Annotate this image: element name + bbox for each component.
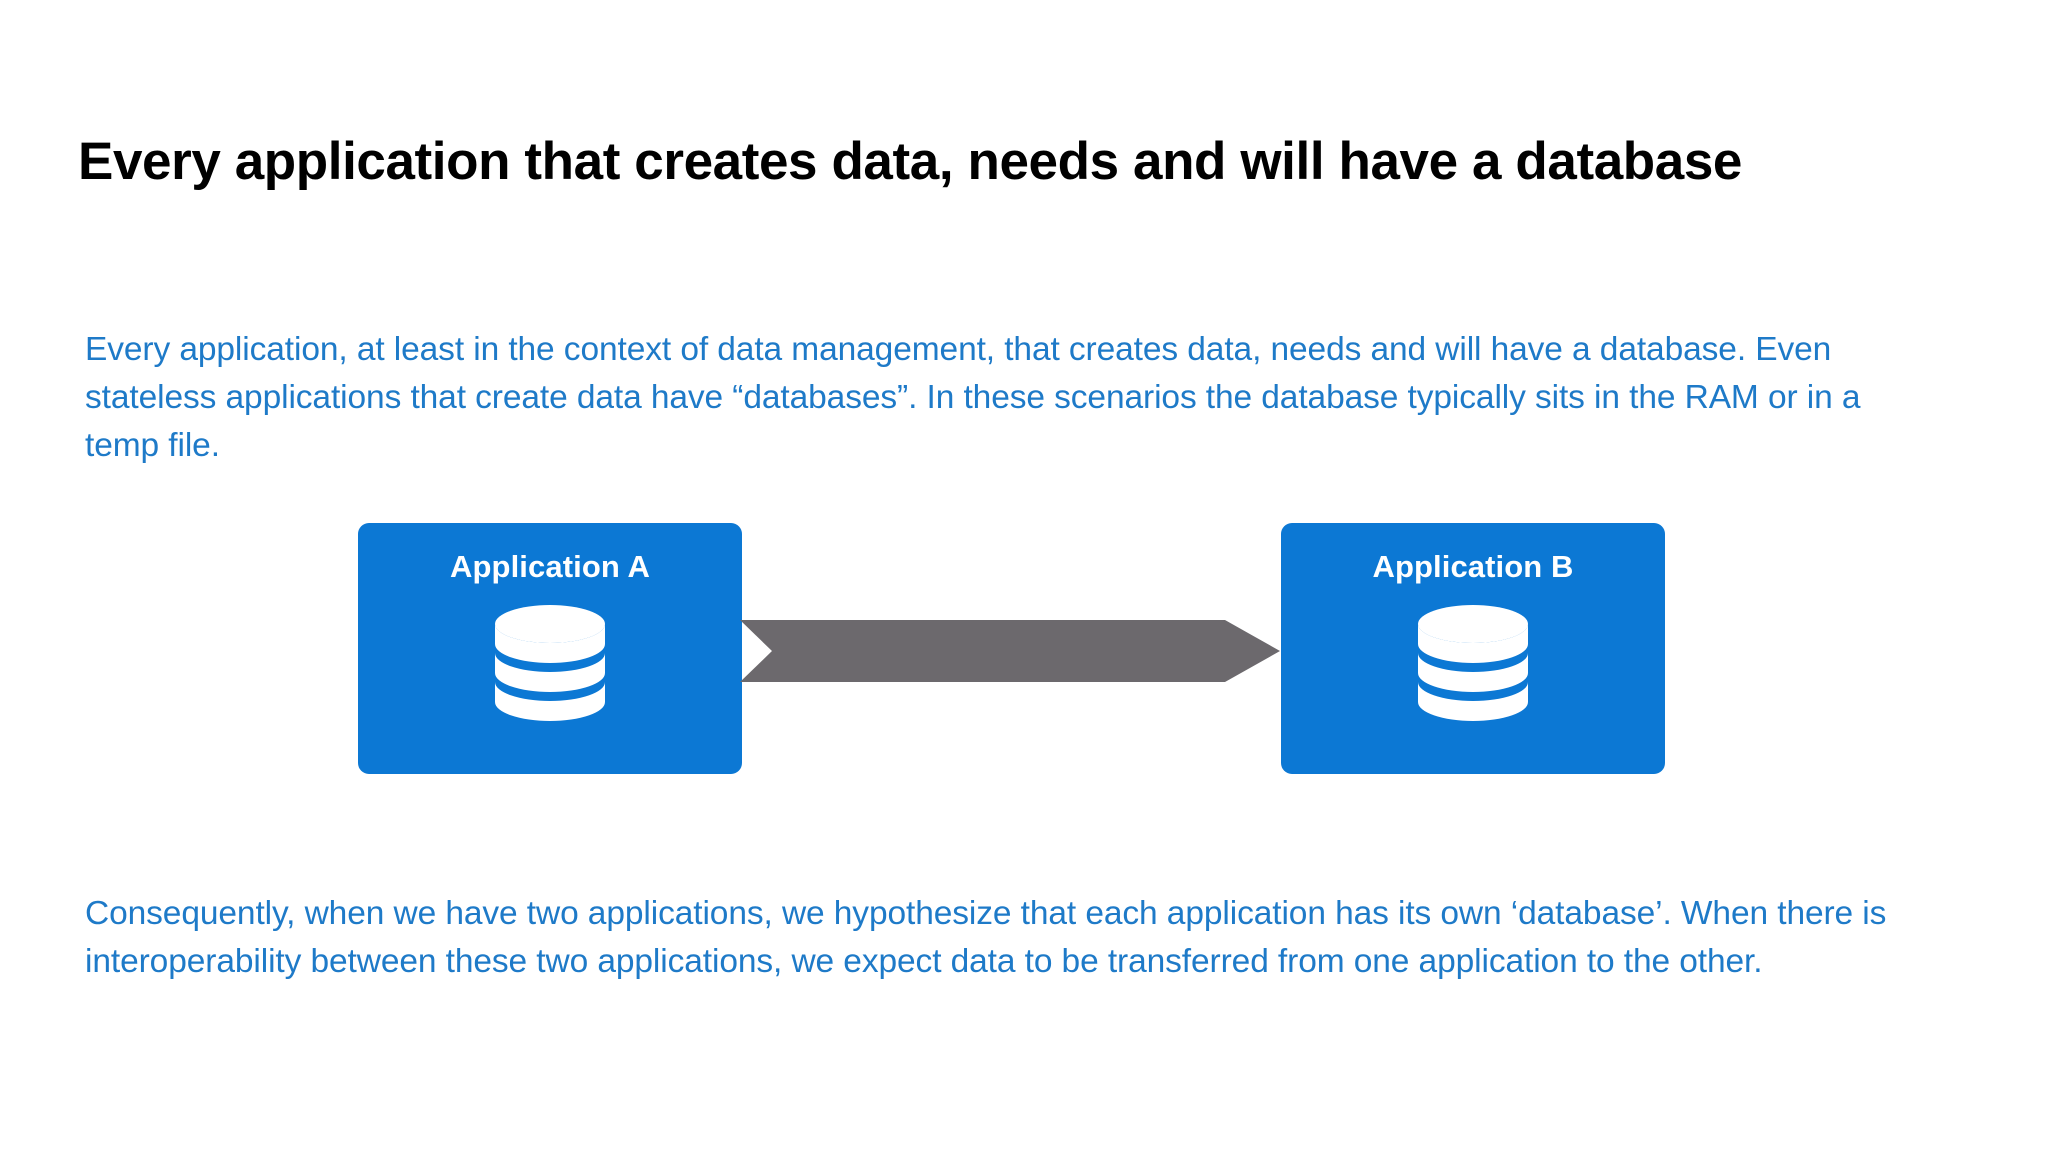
conclusion-paragraph: Consequently, when we have two applicati… — [85, 894, 1887, 980]
data-flow-arrow[interactable] — [740, 620, 1280, 682]
database-icon — [495, 605, 605, 721]
application-b-box[interactable]: Application B — [1281, 523, 1665, 774]
intro-paragraph: Every application, at least in the conte… — [85, 330, 1861, 464]
application-b-label: Application B — [1372, 549, 1574, 584]
database-icon — [1418, 605, 1528, 721]
application-a-box[interactable]: Application A — [358, 523, 742, 774]
application-a-label: Application A — [450, 549, 650, 584]
page-title: Every application that creates data, nee… — [78, 131, 1742, 191]
